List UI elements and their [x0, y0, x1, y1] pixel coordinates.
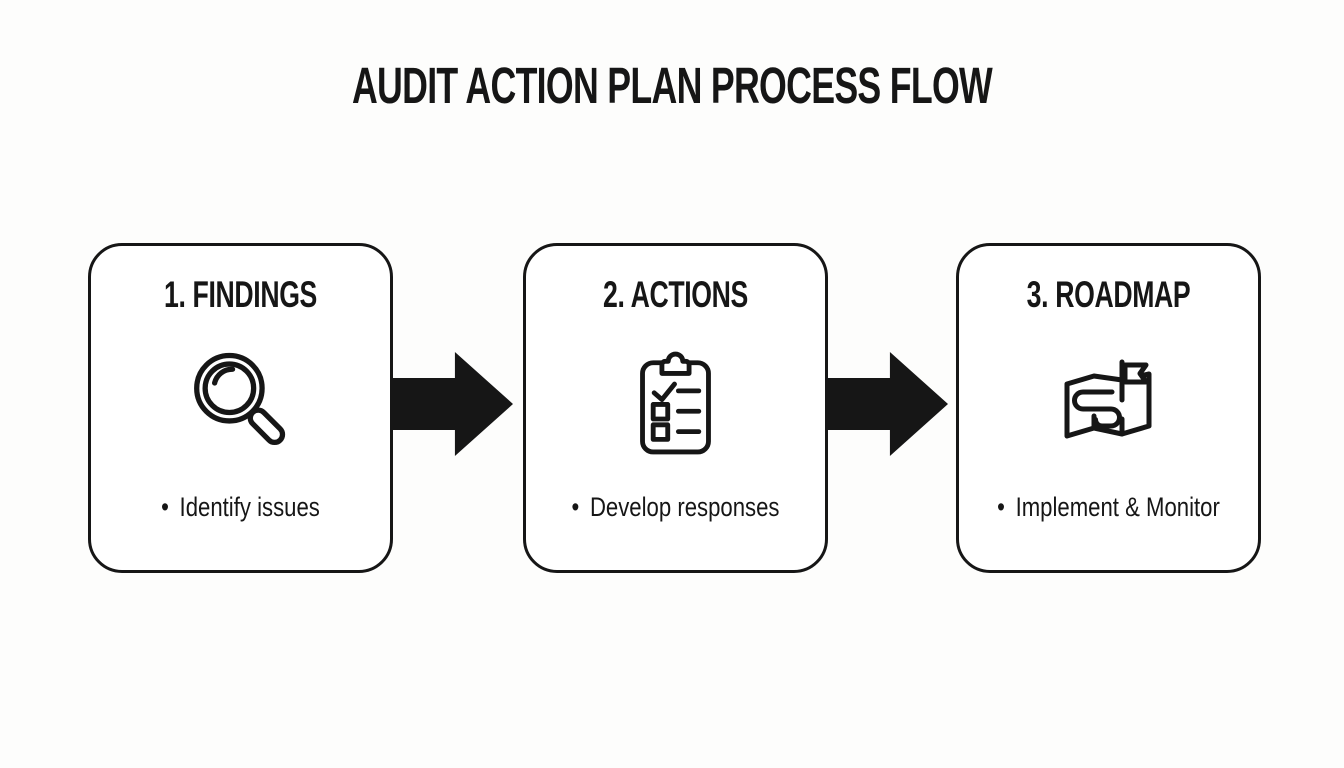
bullet-dot: •	[571, 492, 580, 522]
bullet-text: Identify issues	[179, 492, 320, 522]
arrow-right-icon	[827, 352, 948, 456]
bullet-dot: •	[161, 492, 169, 522]
map-route-flag-icon	[959, 342, 1258, 464]
diagram-title: AUDIT ACTION PLAN PROCESS FLOW	[351, 57, 993, 114]
step-bullet: • Develop responses	[553, 492, 798, 523]
bullet-text: Develop responses	[589, 492, 780, 522]
step-bullet: • Identify issues	[118, 492, 363, 523]
step-bullet: • Implement & Monitor	[986, 492, 1231, 523]
step-heading: 3. ROADMAP	[1026, 274, 1191, 315]
bullet-dot: •	[997, 492, 1005, 522]
step-heading: 1. FINDINGS	[164, 274, 317, 315]
step-heading: 2. ACTIONS	[603, 274, 748, 315]
bullet-text: Implement & Monitor	[1015, 492, 1220, 522]
magnifier-icon	[91, 342, 390, 464]
arrow-right-icon	[392, 352, 513, 456]
step-card-findings: 1. FINDINGS • Identify issues	[88, 243, 393, 573]
step-card-actions: 2. ACTIONS • Develop responses	[523, 243, 828, 573]
step-card-roadmap: 3. ROADMAP • Implement & Monitor	[956, 243, 1261, 573]
clipboard-checklist-icon	[526, 342, 825, 464]
